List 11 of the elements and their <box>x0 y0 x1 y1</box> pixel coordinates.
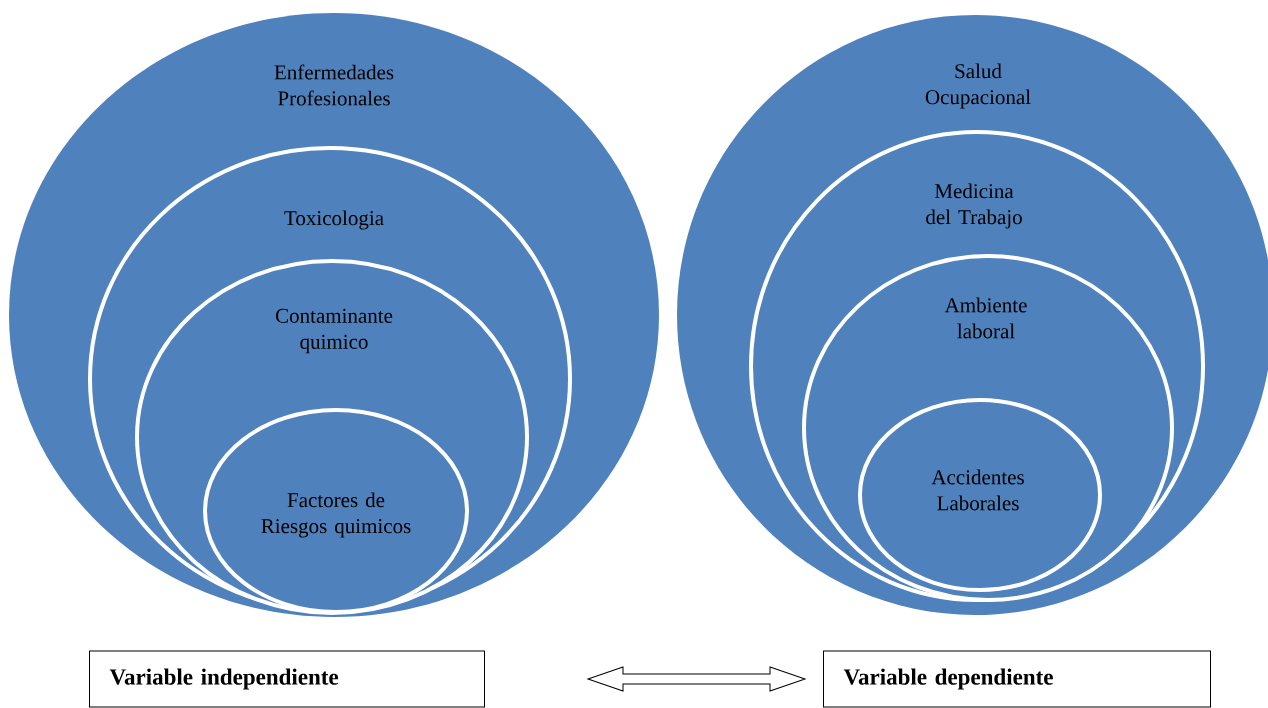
double-arrow <box>587 666 806 692</box>
circle-label: Salud Ocupacional <box>925 63 1031 109</box>
variable-box: Variable dependiente <box>823 650 1211 708</box>
circle-label: Enfermedades Profesionales <box>274 64 394 106</box>
circle-label: Toxicologia <box>284 210 384 230</box>
circle-label: Factores de Riesgos quimicos <box>261 492 411 538</box>
circle-label: Contaminante quimico <box>275 308 393 354</box>
variable-box: Variable independiente <box>89 650 485 708</box>
circle-label: Accidentes Laborales <box>931 469 1024 511</box>
circle-label: Medicina del Trabajo <box>926 183 1022 229</box>
circle-label: Ambiente laboral <box>944 297 1027 339</box>
